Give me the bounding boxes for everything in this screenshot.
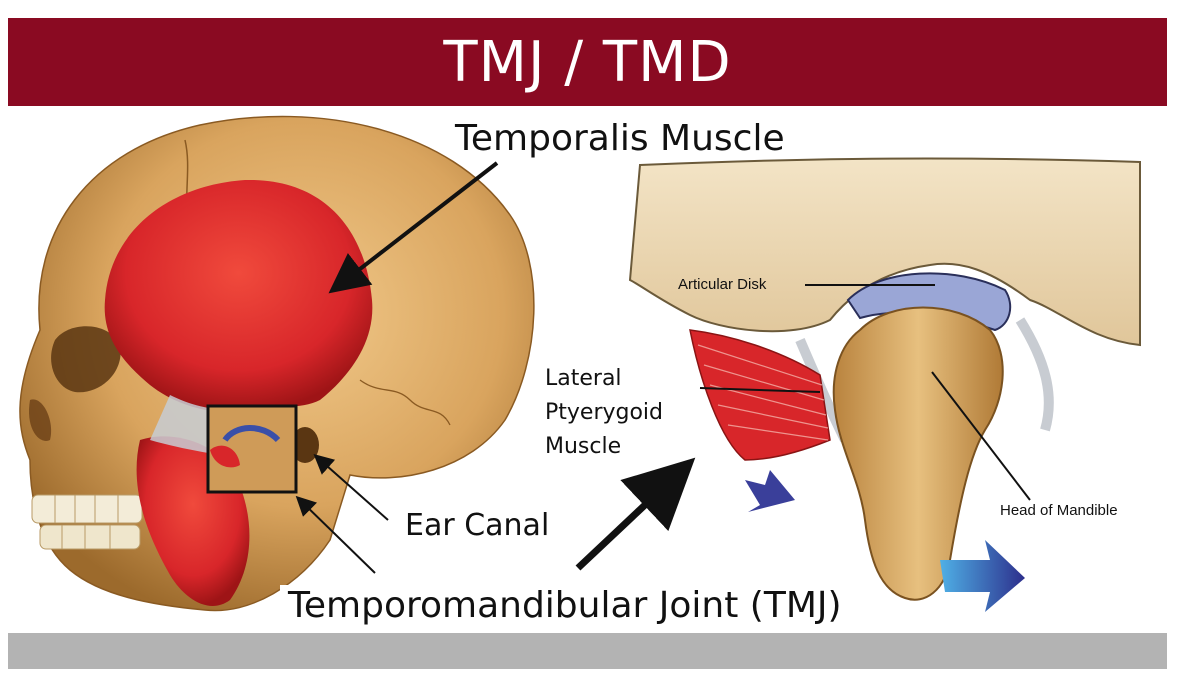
lateral-pterygoid-pointer (699, 387, 821, 393)
label-lateral-pterygoid: Lateral Ptyerygoid Muscle (545, 362, 663, 464)
label-temporalis-muscle: Temporalis Muscle (455, 118, 785, 159)
title-banner: TMJ / TMD (8, 18, 1167, 106)
teeth (31, 494, 143, 550)
label-lateral-line-2: Ptyerygoid (545, 400, 664, 425)
label-lateral-line-1: Lateral (545, 366, 622, 391)
head-of-mandible-pointer (931, 371, 1031, 501)
skull (19, 115, 535, 612)
ear-canal-pointer (313, 454, 389, 521)
label-ear-canal: Ear Canal (405, 508, 550, 543)
footer-bar (8, 633, 1167, 669)
joint-closeup (628, 157, 1141, 612)
page-title: TMJ / TMD (443, 29, 732, 95)
temporalis-muscle (104, 179, 373, 413)
lateral-pterygoid-muscle (689, 329, 831, 461)
head-of-mandible (832, 306, 1004, 601)
ear-canal-opening (291, 427, 319, 463)
eye-socket (51, 326, 121, 393)
tmj-pointer-right (575, 457, 696, 571)
temporal-bone (628, 157, 1141, 347)
tmj-pointer-left (295, 495, 376, 574)
label-head-of-mandible: Head of Mandible (1000, 502, 1118, 519)
label-lateral-line-3: Muscle (545, 434, 622, 459)
label-tmj: Temporomandibular Joint (TMJ) (280, 585, 850, 626)
movement-arrow-down (940, 540, 1025, 612)
movement-arrow-forward (745, 470, 795, 512)
temporalis-pointer (328, 161, 499, 294)
label-articular-disk: Articular Disk (678, 276, 767, 293)
